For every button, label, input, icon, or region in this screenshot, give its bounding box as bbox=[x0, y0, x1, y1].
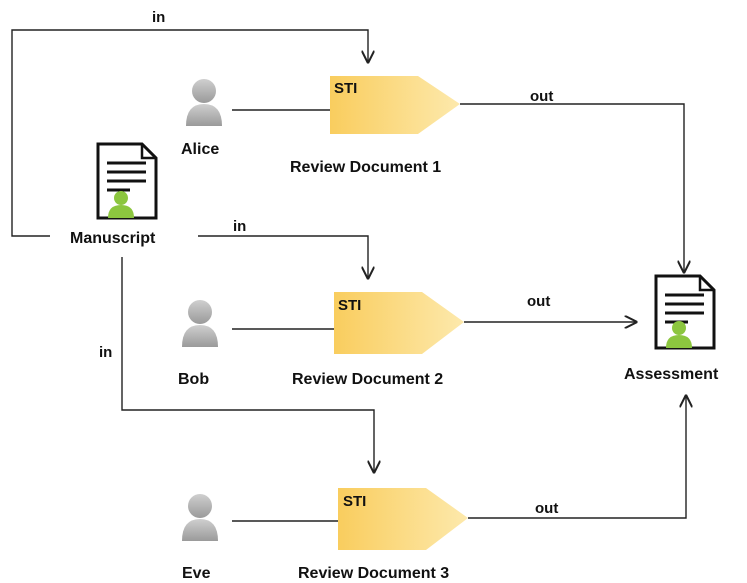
reviewer-name: Bob bbox=[178, 371, 209, 388]
edge-manuscript-to-review-2 bbox=[198, 235, 368, 278]
reviewer-name: Alice bbox=[181, 141, 219, 158]
assessment-node: Assessment bbox=[624, 274, 719, 383]
person-icon bbox=[182, 300, 218, 347]
edge-label-in-1: in bbox=[152, 9, 165, 26]
task-tag: STI bbox=[338, 297, 361, 314]
task-label: Review Document 3 bbox=[298, 565, 449, 582]
task-review-document-1: STI Review Document 1 bbox=[290, 76, 460, 176]
edge-label-out-2: out bbox=[527, 293, 550, 310]
edge-review-3-to-assessment bbox=[468, 396, 686, 519]
edge-manuscript-to-review-3 bbox=[121, 257, 374, 472]
reviewer-eve: Eve bbox=[182, 494, 218, 582]
assessment-label: Assessment bbox=[624, 366, 719, 383]
document-person-icon bbox=[96, 142, 158, 220]
reviewer-name: Eve bbox=[182, 565, 211, 582]
person-icon bbox=[182, 494, 218, 541]
document-person-icon bbox=[654, 274, 716, 350]
edge-review-1-to-assessment bbox=[460, 103, 684, 272]
task-label: Review Document 2 bbox=[292, 371, 443, 388]
edge-label-in-2: in bbox=[233, 218, 246, 235]
task-review-document-3: STI Review Document 3 bbox=[298, 488, 468, 582]
reviewer-bob: Bob bbox=[178, 300, 218, 388]
task-review-document-2: STI Review Document 2 bbox=[292, 292, 464, 388]
reviewer-alice: Alice bbox=[181, 79, 222, 158]
task-tag: STI bbox=[334, 80, 357, 97]
manuscript-label: Manuscript bbox=[70, 230, 156, 247]
person-icon bbox=[186, 79, 222, 126]
task-tag: STI bbox=[343, 493, 366, 510]
task-label: Review Document 1 bbox=[290, 159, 441, 176]
edge-label-out-1: out bbox=[530, 88, 553, 105]
edge-manuscript-to-review-1 bbox=[11, 29, 368, 237]
edge-label-in-3: in bbox=[99, 344, 112, 361]
manuscript-node: Manuscript bbox=[70, 142, 158, 247]
edge-label-out-3: out bbox=[535, 500, 558, 517]
